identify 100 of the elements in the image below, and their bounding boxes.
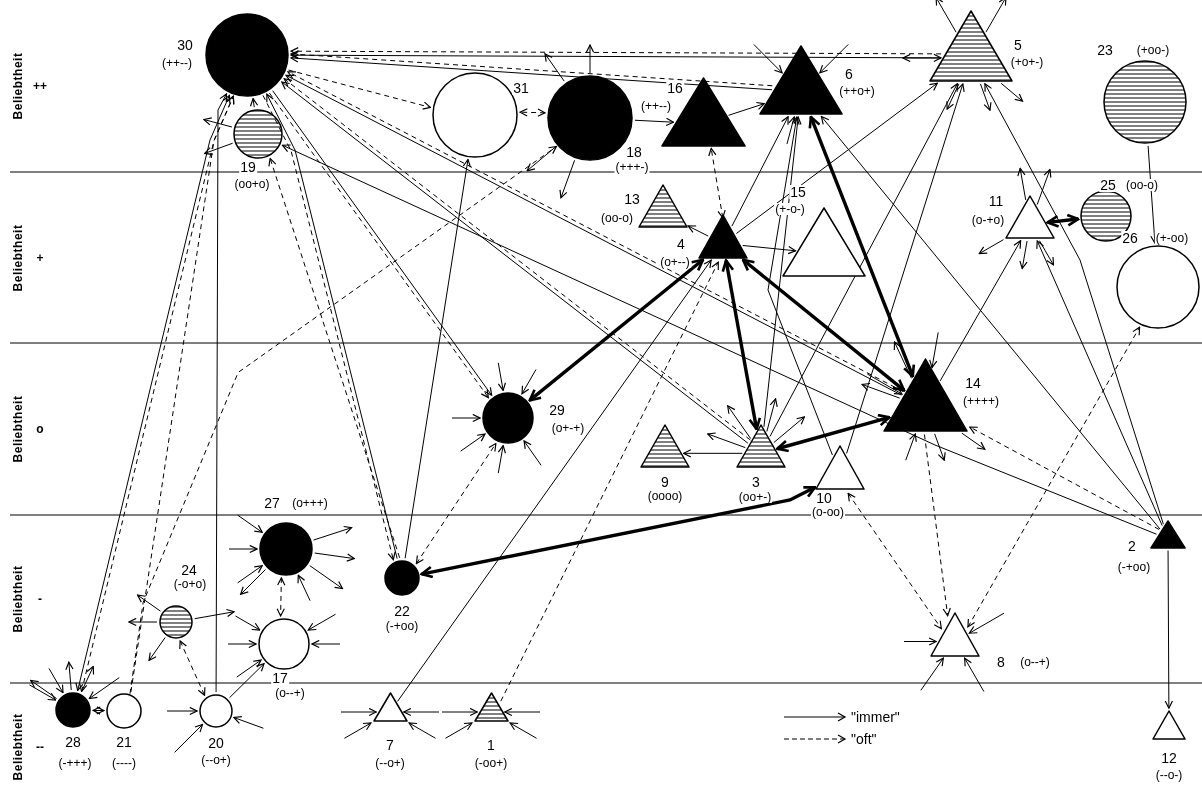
arrow [923,434,951,617]
arrow [311,639,341,649]
arrow [307,613,336,631]
rating-code: (----) [111,757,137,769]
arrow [985,0,1007,33]
person-number: 19 [239,160,257,174]
legend-text: "immer" [851,710,900,724]
rating-code: (o--+) [1019,656,1051,668]
person-number: 10 [815,491,833,505]
rating-code: (-+oo) [384,620,420,632]
rating-code: (+o+-) [1009,56,1045,68]
arrow [846,83,965,454]
rating-code: (++++) [962,395,1000,407]
arrow [819,43,849,74]
person-number: 14 [964,376,982,390]
rating-code: (--o+) [200,754,232,766]
double-arrow [519,108,546,117]
double-arrow [967,326,1141,628]
arrow [65,661,74,691]
arrow [237,565,263,584]
rating-code: (+++-) [614,161,650,173]
arrow [753,43,783,74]
arrow [687,225,709,237]
rating-code: (oo-o) [600,212,634,224]
arrow [504,707,541,717]
arrow [735,82,938,234]
person-number: 26 [1121,231,1139,245]
arrow [136,594,161,612]
axis-label: Beliebtheit [12,565,24,633]
arrow [786,116,797,145]
arrow [497,362,506,391]
arrow [88,677,120,700]
rating-code: (o-oo) [811,506,845,518]
arrow [893,341,912,379]
arrow [929,331,939,369]
person-number: 3 [751,475,761,489]
arrow [500,261,719,702]
rating-code: (--o-) [1154,769,1184,781]
arrow [984,83,1164,525]
arrow [935,0,957,33]
arrow [30,679,58,700]
person-number: 13 [623,192,641,206]
arrow [934,433,946,461]
arrow [1036,240,1163,527]
arrow [1019,240,1028,270]
arrow [634,117,675,126]
person-number: 17 [271,671,289,685]
rating-code: (o+++) [291,497,329,509]
person-number: 12 [1160,751,1178,765]
arrow [236,659,262,678]
double-arrow [1046,213,1080,228]
arrow [820,115,1161,530]
arrow [204,142,234,155]
rating-code: (o+-+) [550,422,586,434]
arrow [48,667,64,694]
arrow [1164,550,1174,709]
arrow [767,116,833,456]
person-number: 22 [393,604,411,618]
arrow [961,432,986,450]
rating-code: (oo-o) [1125,179,1159,191]
arrow [215,93,228,693]
rating-code: (++o+) [838,85,876,97]
arrow [585,44,595,74]
arrow [903,637,937,646]
arrow [340,707,377,717]
arrow [441,707,478,717]
arrow [1000,82,1024,102]
person-number: 5 [1013,38,1023,52]
arrow [523,440,542,466]
double-arrow [741,258,906,392]
arrow [128,617,158,627]
arrow [968,612,1005,634]
arrow [403,707,440,717]
double-arrow [847,492,942,630]
arrow [920,657,944,691]
double-arrow [528,258,705,402]
double-arrow [420,485,817,579]
person-number: 25 [1099,178,1117,192]
arrow [445,722,473,739]
double-arrow [776,413,891,453]
person-number: 7 [385,738,395,752]
person-number: 21 [115,735,133,749]
rating-code: (-+++) [57,757,93,769]
double-arrow [290,51,942,63]
popularity-level: o [36,423,44,435]
arrow [769,83,958,437]
person-number: 1 [486,738,496,752]
arrow [166,706,198,716]
arrow [521,369,537,395]
person-number: 31 [512,81,530,95]
arrow [194,608,235,620]
arrow [861,382,901,399]
double-arrow [808,115,916,378]
arrow [240,569,266,595]
arrow [80,665,95,693]
arrow [344,722,372,739]
arrow [281,144,1158,535]
double-arrow [721,259,762,431]
rating-code: (-+oo) [1116,561,1152,573]
arrow [902,53,942,63]
